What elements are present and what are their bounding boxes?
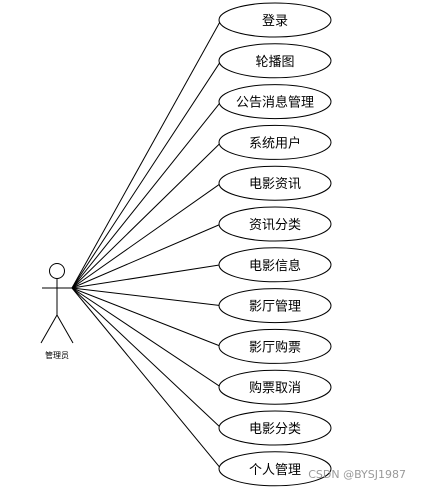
use-case-label: 购票取消 [249, 380, 301, 396]
use-case-ellipse [218, 206, 332, 242]
use-case-label: 登录 [262, 14, 288, 29]
use-case-ellipse [218, 369, 332, 405]
use-cases: 登录轮播图公告消息管理系统用户电影资讯资讯分类电影信息影厅管理影厅购票购票取消电… [218, 2, 332, 487]
actor: 管理员 [40, 263, 74, 360]
use-case-label: 资讯分类 [249, 218, 301, 233]
use-case: 资讯分类 [218, 206, 332, 242]
use-case-label: 影厅管理 [249, 300, 301, 315]
association-line [71, 142, 222, 289]
use-case: 个人管理 [218, 451, 332, 487]
use-case-ellipse [218, 288, 332, 324]
use-case-ellipse [218, 84, 332, 120]
use-case-label: 个人管理 [249, 463, 301, 478]
association-line [71, 19, 222, 289]
use-case-ellipse [218, 247, 332, 283]
use-case-ellipse [218, 328, 332, 364]
use-case: 购票取消 [218, 369, 332, 405]
association-line [71, 287, 222, 347]
association-line [71, 287, 222, 307]
association-line [71, 101, 222, 289]
association-line [71, 287, 222, 388]
use-case: 影厅管理 [218, 288, 332, 324]
use-case: 登录 [218, 2, 332, 38]
use-case-ellipse [218, 43, 332, 79]
use-case-ellipse [218, 410, 332, 446]
association-line [71, 287, 222, 429]
use-case: 电影分类 [218, 410, 332, 446]
use-case-label: 电影资讯 [249, 177, 301, 192]
association-line [71, 287, 222, 470]
association-line [71, 223, 222, 289]
use-case-label: 电影信息 [249, 258, 301, 274]
association-line [71, 60, 222, 289]
actor-right-leg [56, 314, 74, 344]
use-case: 影厅购票 [218, 328, 332, 364]
use-case-label: 公告消息管理 [236, 95, 314, 111]
use-case-ellipse [218, 124, 332, 160]
actor-head [49, 263, 65, 279]
actor-label: 管理员 [45, 350, 69, 360]
use-case: 轮播图 [218, 43, 332, 79]
use-case: 系统用户 [218, 124, 332, 160]
use-case: 电影资讯 [218, 165, 332, 201]
association-line [71, 182, 222, 289]
use-case-ellipse [218, 451, 332, 487]
use-case-ellipse [218, 165, 332, 201]
use-case-label: 系统用户 [249, 135, 301, 151]
association-lines [71, 19, 222, 470]
watermark: CSDN @BYSJ1987 [308, 468, 406, 481]
use-case: 电影信息 [218, 247, 332, 283]
use-case-label: 电影分类 [249, 422, 301, 437]
use-case: 公告消息管理 [218, 84, 332, 120]
actor-left-leg [40, 314, 58, 344]
use-case-label: 轮播图 [255, 55, 294, 70]
association-line [71, 264, 222, 289]
use-case-label: 影厅购票 [249, 339, 301, 355]
use-case-ellipse [218, 2, 332, 38]
